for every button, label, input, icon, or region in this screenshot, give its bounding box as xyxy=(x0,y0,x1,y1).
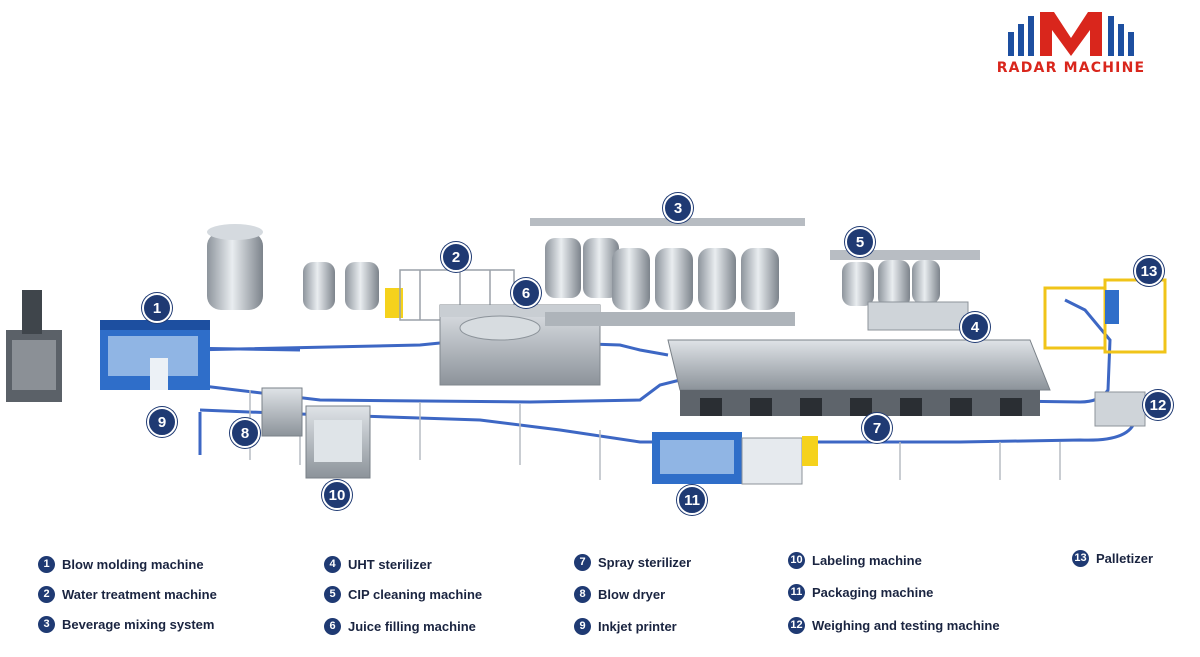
badge-1: 1 xyxy=(142,293,172,323)
packaging-machine xyxy=(652,432,818,485)
brand-name: RADAR MACHINE xyxy=(996,60,1146,76)
badge-3: 3 xyxy=(663,193,693,223)
badge-6: 6 xyxy=(511,278,541,308)
badge-12: 12 xyxy=(1143,390,1173,420)
blow-dryer xyxy=(261,387,303,437)
radar-machine-logo xyxy=(1008,12,1134,56)
spray-sterilizer xyxy=(667,339,1051,416)
badge-9: 9 xyxy=(147,407,177,437)
badge-4: 4 xyxy=(960,312,990,342)
badge-5: 5 xyxy=(845,227,875,257)
labeling-machine xyxy=(305,405,371,479)
badge-8: 8 xyxy=(230,418,260,448)
badge-13: 13 xyxy=(1134,256,1164,286)
storage-tanks xyxy=(207,224,403,318)
cip-uht-system xyxy=(830,250,980,331)
production-line-illustration xyxy=(6,218,1167,485)
badge-11: 11 xyxy=(677,485,707,515)
beverage-mixing-system xyxy=(530,218,805,326)
badge-7: 7 xyxy=(862,413,892,443)
weighing-testing-machine xyxy=(1094,391,1146,427)
blow-molding-machine xyxy=(6,290,210,402)
badge-10: 10 xyxy=(322,480,352,510)
palletizer xyxy=(1043,278,1167,354)
badge-2: 2 xyxy=(441,242,471,272)
